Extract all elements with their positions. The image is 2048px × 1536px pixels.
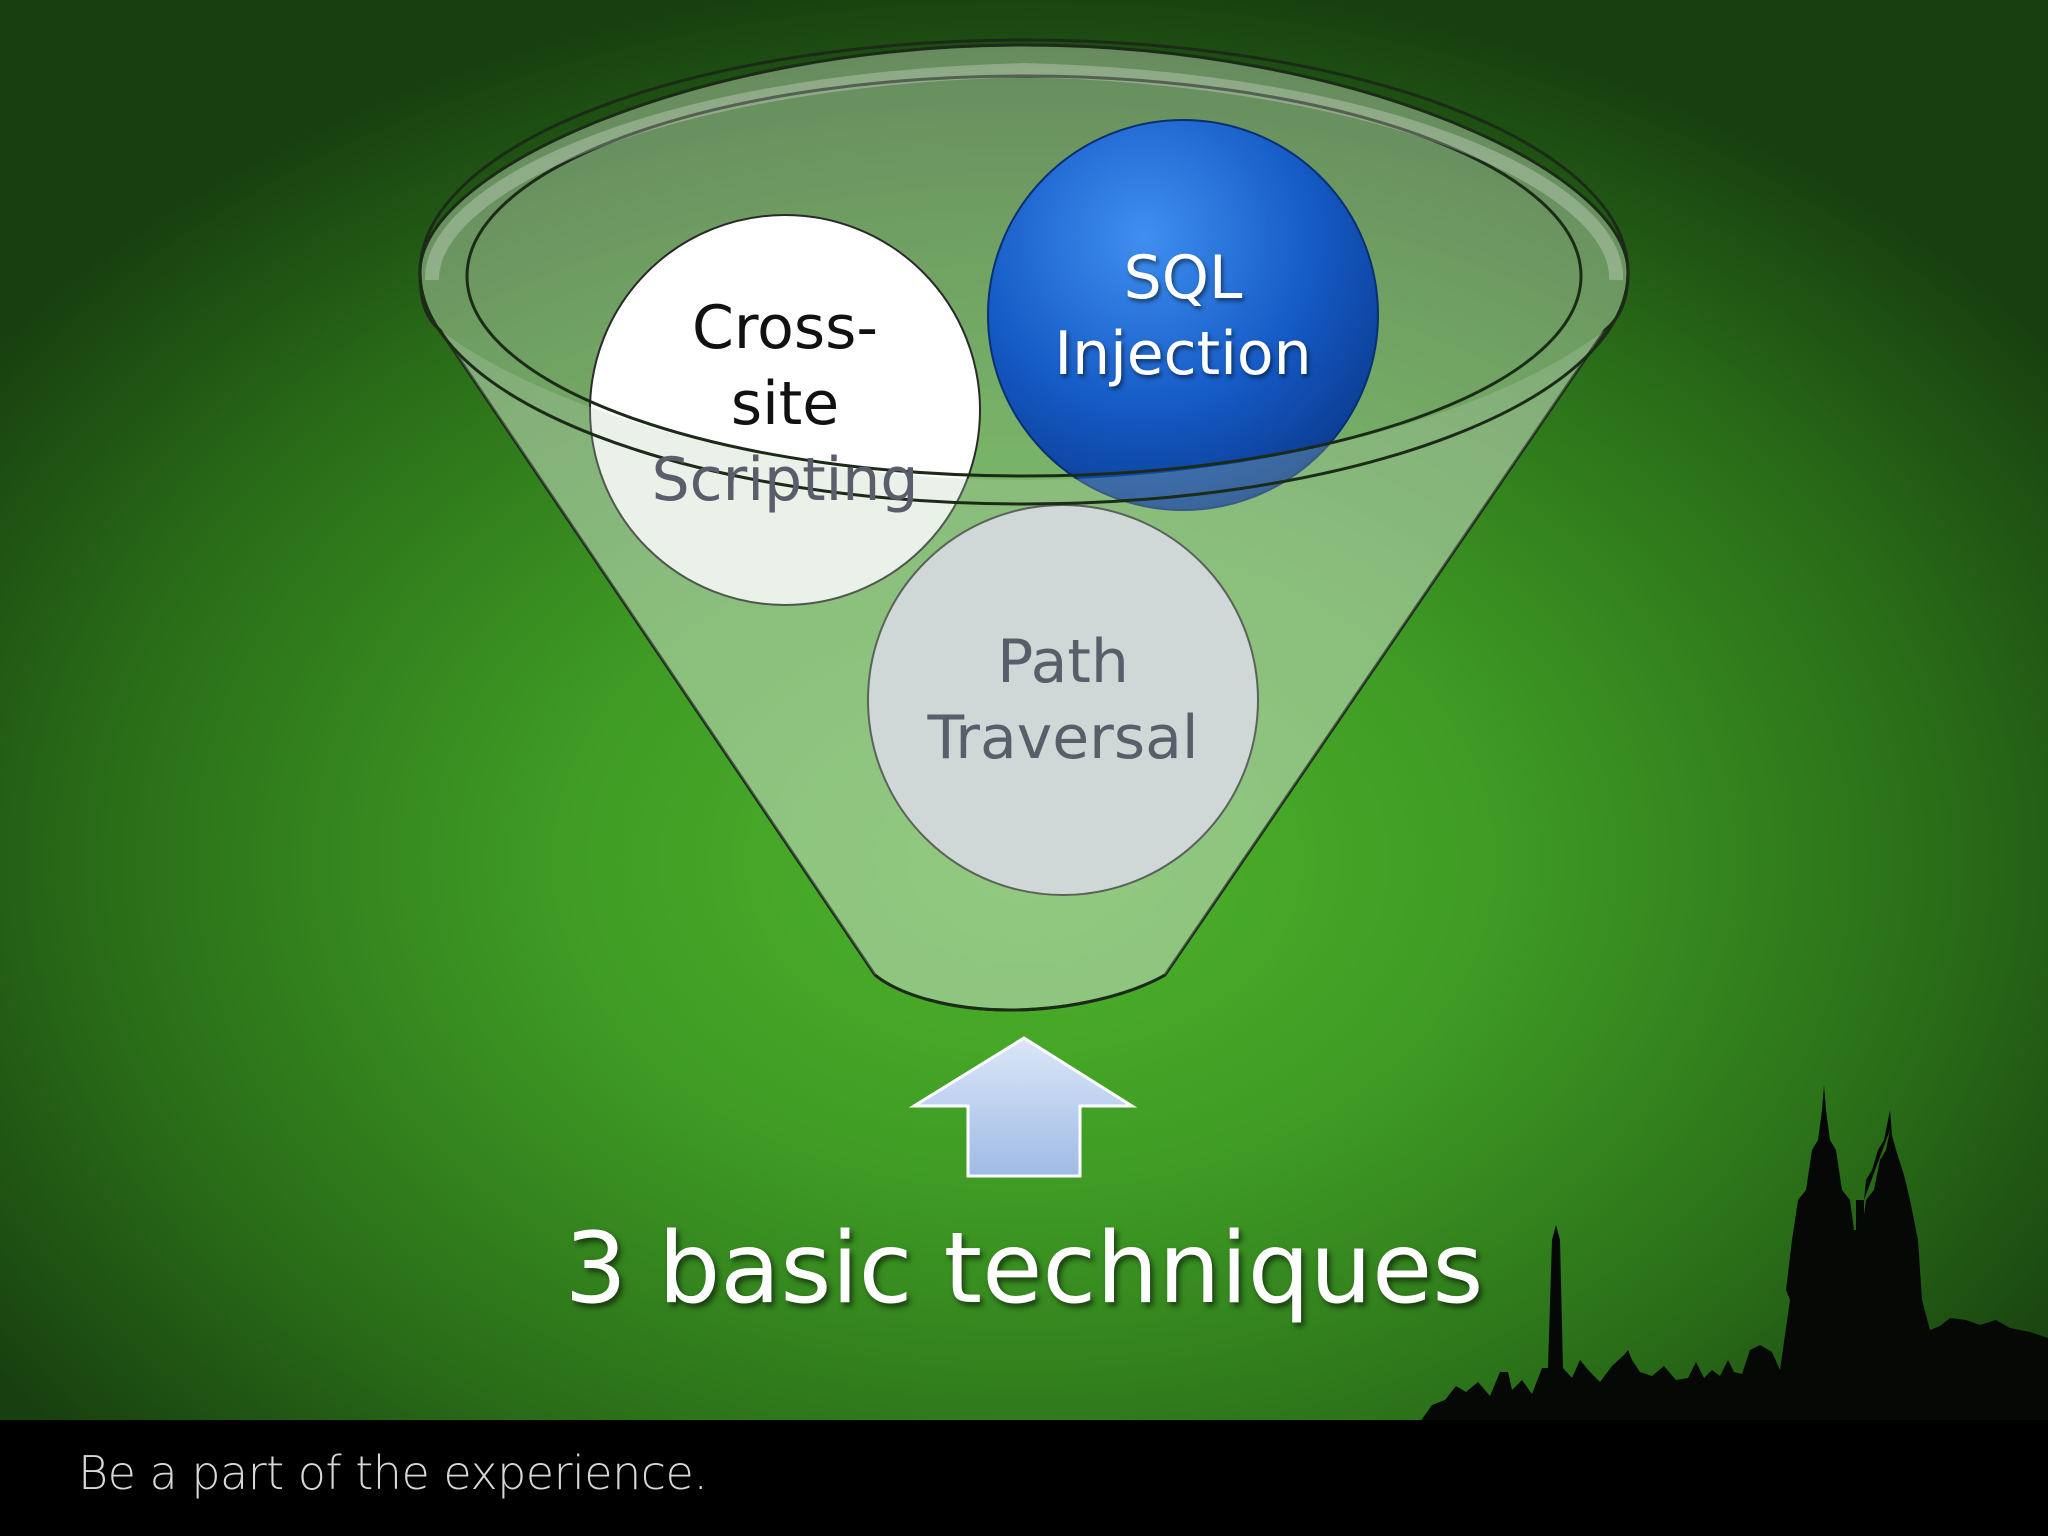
sqli-circle [987, 119, 1379, 511]
path-label-line-2: Traversal [927, 703, 1199, 773]
xss-label-line-3: Scripting [651, 445, 919, 515]
caption: 3 basic techniques [564, 1212, 1484, 1326]
funnel-rim-outer [418, 38, 1630, 506]
sqli-label-line-1: SQL [1123, 243, 1243, 313]
sqli-label: SQL Injection [1040, 240, 1326, 392]
funnel-rim-inner [465, 74, 1583, 478]
xss-circle [589, 214, 981, 606]
footer-tagline: Be a part of the experience. [78, 1446, 708, 1500]
sqli-label-line-2: Injection [1054, 319, 1312, 389]
xss-label: Cross- site Scripting [630, 290, 940, 518]
up-arrow-icon [908, 1036, 1138, 1178]
path-label: Path Traversal [908, 624, 1218, 776]
xss-label-line-1: Cross- [691, 293, 879, 363]
footer-bar [0, 1420, 2048, 1536]
path-label-line-1: Path [997, 627, 1129, 697]
xss-label-line-2: site [730, 369, 840, 439]
funnel-bottom [874, 973, 1166, 1012]
front-glass [440, 330, 1605, 1010]
rim-highlight [424, 62, 1624, 281]
